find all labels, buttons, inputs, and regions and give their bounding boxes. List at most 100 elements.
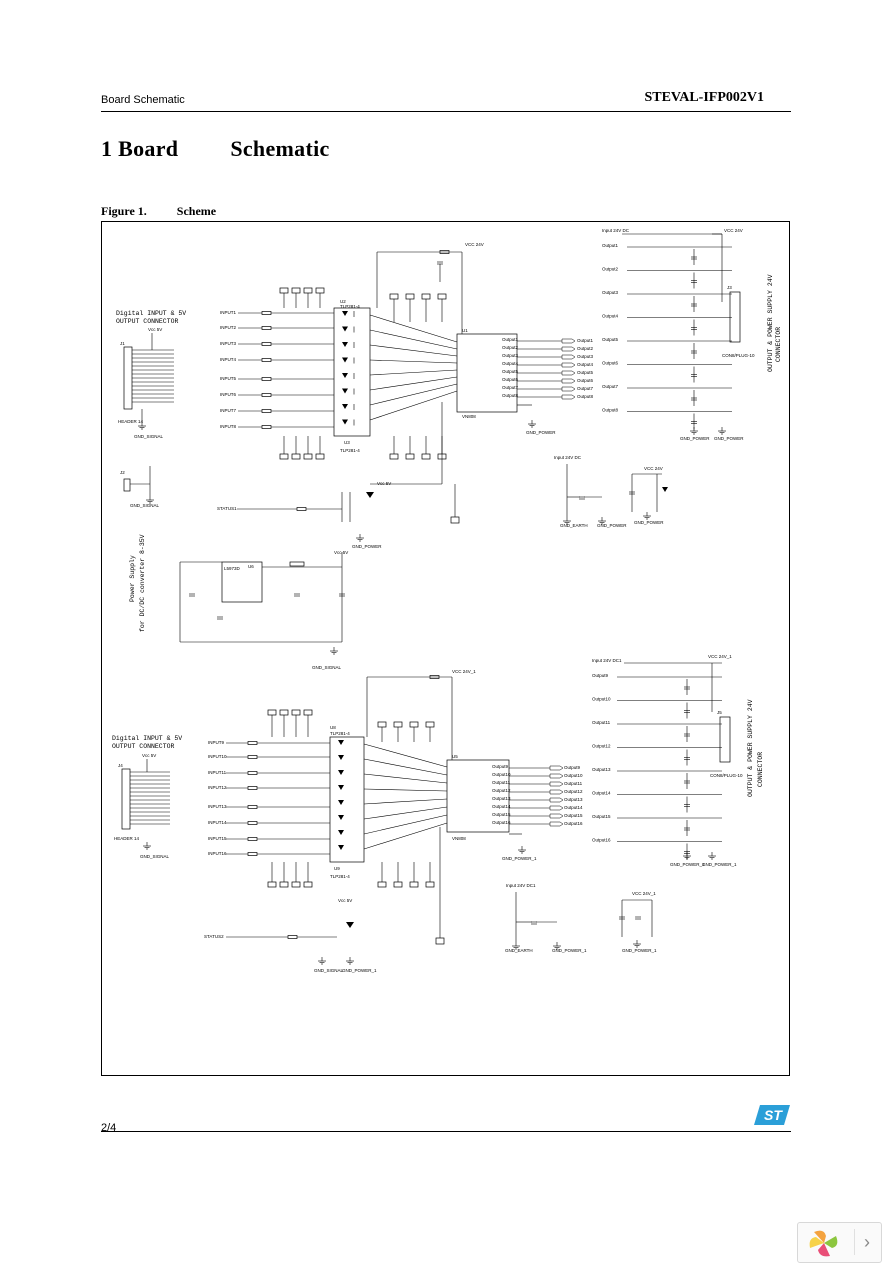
- resistor: [261, 393, 272, 397]
- output-connector-title-1: OUTPUT & POWER SUPPLY 24V: [767, 274, 774, 372]
- output-connector-title-3: OUTPUT & POWER SUPPLY 24V: [747, 699, 754, 797]
- connector-output-label: Output3: [602, 290, 619, 295]
- status1-label: STATUS1: [217, 506, 237, 511]
- led-icon: [366, 492, 374, 498]
- input-label-top: INPUT5: [220, 376, 237, 381]
- driver-ic-u5-name: VN808: [452, 836, 466, 841]
- gnd-power1-label-4: GND_POWER_1: [622, 948, 657, 953]
- resistor: [261, 425, 272, 429]
- next-page-chevron-icon[interactable]: ›: [854, 1229, 879, 1255]
- input-label-top: INPUT2: [220, 325, 237, 330]
- input-label-bottom: INPUT10: [208, 754, 227, 759]
- connector-output-label: Output8: [602, 408, 619, 413]
- connector-output-label: Output4: [602, 314, 619, 319]
- test-point: [291, 453, 301, 460]
- resistor: [296, 507, 307, 511]
- input-label-top: INPUT7: [220, 408, 237, 413]
- input24v-label-2: Input 24V DC: [602, 228, 630, 233]
- top-connector-title-1: Digital INPUT & 5V: [116, 310, 186, 317]
- resistor: [247, 852, 258, 856]
- ic-output-pin-bottom: Output9: [492, 764, 509, 769]
- wire: [363, 806, 448, 820]
- led-icon: [342, 373, 348, 378]
- vcc24v1-label-6: VCC 24V_1: [708, 654, 732, 659]
- test-point: [435, 937, 445, 945]
- opto-u2-ref: U2: [340, 299, 346, 304]
- regulator-ref: U6: [248, 564, 254, 569]
- bottom-connector-title-2: OUTPUT CONNECTOR: [112, 743, 175, 750]
- test-point: [303, 881, 313, 888]
- wire: [369, 390, 458, 421]
- led-icon: [342, 388, 348, 394]
- jumper-j2: [123, 478, 131, 492]
- resistor: [261, 311, 272, 315]
- driver-ic-u5-ref: U5: [452, 754, 458, 759]
- page-number: 2/4: [101, 1122, 117, 1134]
- driver-ic-u1-name: VN808: [462, 414, 476, 419]
- output-label-top: Output8: [577, 394, 594, 399]
- test-point: [279, 287, 289, 294]
- gnd-power-label-1: GND_POWER: [526, 430, 556, 435]
- test-point: [405, 293, 415, 300]
- input-label-bottom: INPUT9: [208, 740, 225, 745]
- st-logo: ST: [754, 1105, 790, 1130]
- output-port: [549, 765, 564, 771]
- test-point: [267, 881, 277, 888]
- test-point: [377, 721, 387, 728]
- input-label-bottom: INPUT15: [208, 836, 227, 841]
- connector-output-label-bottom: Output13: [592, 767, 611, 772]
- led-icon: [338, 770, 344, 775]
- resistor: [247, 741, 258, 745]
- test-point: [409, 721, 419, 728]
- output-label-bottom: Output13: [564, 797, 583, 802]
- output-port: [561, 370, 576, 376]
- ic-output-pin: Output8: [502, 393, 519, 398]
- header-j4: [121, 768, 131, 830]
- opto-u3-ref: U3: [344, 440, 350, 445]
- output-port: [549, 813, 564, 819]
- input24v-label-1: Input 24V DC: [554, 455, 582, 460]
- input-label-top: INPUT4: [220, 357, 237, 362]
- output-label-bottom: Output9: [564, 765, 581, 770]
- test-point: [267, 709, 277, 716]
- section-word-schematic: Schematic: [230, 136, 330, 161]
- input-label-bottom: INPUT13: [208, 804, 227, 809]
- connector-output-label-bottom: Output15: [592, 814, 611, 819]
- output-label-top: Output1: [577, 338, 594, 343]
- connector-output-label: Output7: [602, 384, 619, 389]
- connector-con8-name-2: CON8/PLUG-10: [710, 773, 743, 778]
- test-point: [393, 881, 403, 888]
- output-label-top: Output5: [577, 370, 594, 375]
- header-document-id: STEVAL-IFP002V1: [644, 90, 764, 105]
- test-point: [437, 293, 447, 300]
- input-label-bottom: INPUT14: [208, 820, 227, 825]
- connector-output-label: Output1: [602, 243, 619, 248]
- connector-output-label-bottom: Output14: [592, 791, 611, 796]
- output-port: [549, 789, 564, 795]
- input24v1-label-5: Input 24V DC1: [592, 658, 622, 663]
- vcc24v-label-1: VCC 24V: [465, 242, 484, 247]
- led-icon: [342, 326, 348, 332]
- ic-output-pin: Output3: [502, 353, 519, 358]
- inductor-l1: [289, 561, 305, 567]
- gnd-signal-label-5: GND_SIGNAL: [314, 968, 344, 973]
- resistor: [261, 326, 272, 330]
- gnd-power-label-3: GND_POWER: [634, 520, 664, 525]
- resistor: [261, 377, 272, 381]
- connector-output-label-bottom: Output12: [592, 744, 611, 749]
- test-point: [393, 721, 403, 728]
- output-port: [549, 781, 564, 787]
- connector-output-label-bottom: Output16: [592, 838, 611, 843]
- output-label-bottom: Output15: [564, 813, 583, 818]
- ic-output-pin: Output7: [502, 385, 519, 390]
- output-port: [561, 378, 576, 384]
- viewer-widget[interactable]: ›: [797, 1222, 882, 1263]
- wire: [363, 758, 448, 776]
- test-point: [450, 516, 460, 524]
- wire: [363, 814, 448, 835]
- ic-output-pin: Output5: [502, 369, 519, 374]
- header-j1: [123, 346, 133, 410]
- led-icon: [342, 342, 348, 347]
- test-point: [303, 709, 313, 716]
- footer-rule: [101, 1131, 791, 1132]
